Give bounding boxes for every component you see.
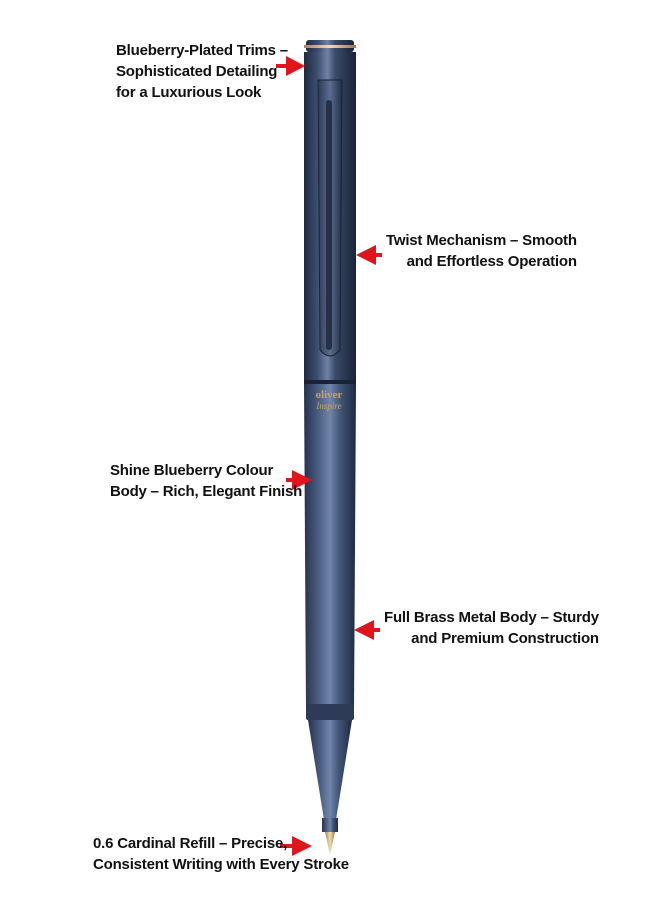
brand-engraving: oliver Inspire [303, 390, 355, 412]
callout-twist-line1: Twist Mechanism – Smooth [386, 232, 577, 249]
arrow-twist [356, 245, 382, 265]
brand-model: Inspire [316, 401, 342, 411]
pen-upper-barrel [304, 78, 356, 384]
callout-twist-line2: and Effortless Operation [406, 253, 577, 270]
arrow-trims [276, 56, 305, 76]
callout-colour-line1: Shine Blueberry Colour [110, 462, 274, 479]
callout-colour: Shine Blueberry Colour Body – Rich, Eleg… [110, 460, 302, 502]
brand-name: oliver [315, 389, 343, 401]
callout-refill: 0.6 Cardinal Refill – Precise, Consisten… [93, 833, 349, 875]
pen-tip-cone [308, 720, 352, 855]
callout-brass-line2: and Premium Construction [411, 630, 599, 647]
arrow-colour [286, 470, 312, 490]
callout-brass-line1: Full Brass Metal Body – Sturdy [384, 609, 599, 626]
pen-lower-barrel [304, 384, 356, 720]
callout-trims-line3: for a Luxurious Look [116, 84, 262, 101]
callout-trims: Blueberry-Plated Trims – Sophisticated D… [116, 40, 288, 103]
callout-trims-line1: Blueberry-Plated Trims – [116, 42, 288, 59]
arrow-refill [280, 836, 312, 856]
callout-twist: Twist Mechanism – Smooth and Effortless … [386, 230, 577, 272]
callout-colour-line2: Body – Rich, Elegant Finish [110, 483, 303, 500]
gold-trim-ring [304, 45, 356, 48]
refill-tip [325, 832, 335, 855]
callout-trims-line2: Sophisticated Detailing [116, 63, 278, 80]
pen-top-cap [304, 40, 356, 80]
callout-refill-line2: Consistent Writing with Every Stroke [93, 856, 349, 873]
callout-brass: Full Brass Metal Body – Sturdy and Premi… [384, 607, 599, 649]
arrow-brass [354, 620, 380, 640]
callout-refill-line1: 0.6 Cardinal Refill – Precise, [93, 835, 288, 852]
